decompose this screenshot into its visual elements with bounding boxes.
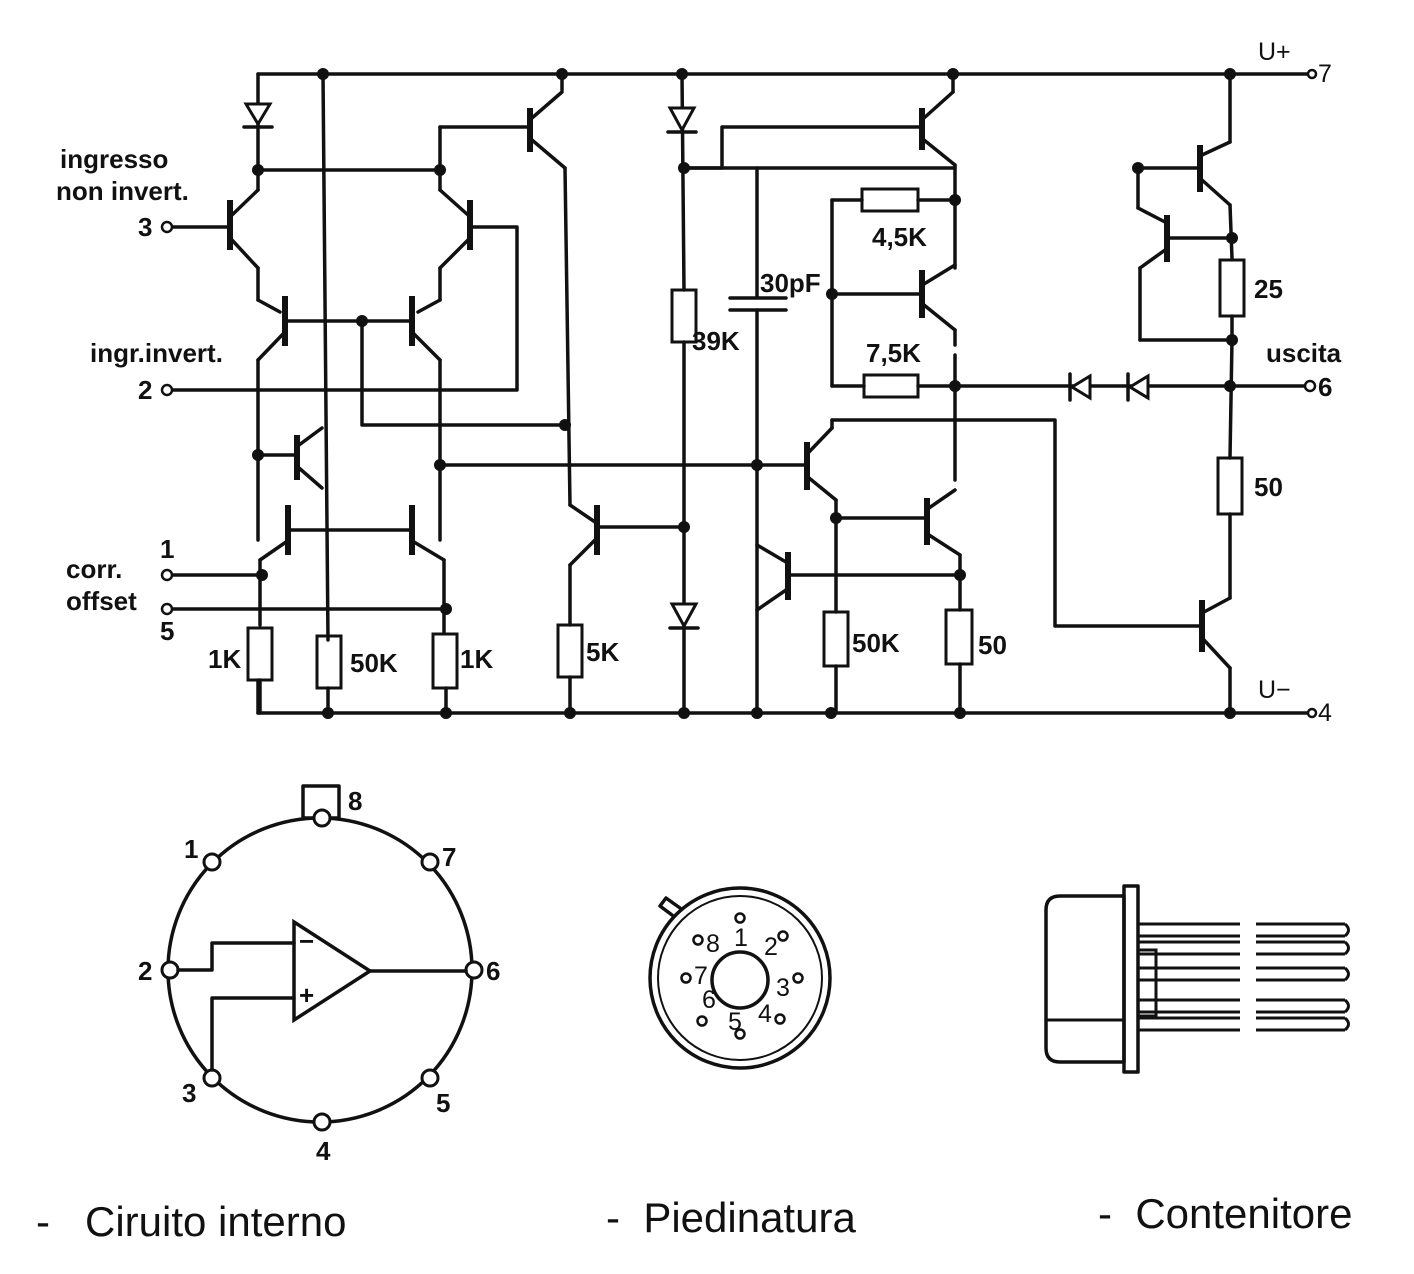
base-pin-4: 4 [758, 1000, 772, 1028]
pin-1-dot [202, 852, 222, 872]
offset-label-2: offset [66, 586, 137, 616]
base-center-ring [710, 950, 770, 1010]
noninv-label-1: ingresso [60, 144, 168, 174]
package-side-view [1044, 884, 1350, 1074]
base-outer-ring [648, 886, 832, 1070]
r-5k: 5K [586, 637, 619, 667]
inv-pin: 2 [138, 375, 152, 405]
pin-3-label: 3 [182, 1078, 196, 1108]
pin-5-label: 5 [436, 1088, 450, 1118]
inv-label: ingr.invert. [90, 338, 223, 368]
r-50-out: 50 [978, 630, 1007, 660]
cap-30pf: 30pF [760, 268, 821, 298]
offset-pin-a: 1 [160, 534, 174, 564]
pin-2-dot [160, 960, 180, 980]
base-pin-1: 1 [734, 924, 748, 952]
supply-neg-label: U− [1258, 676, 1291, 704]
output-pin: 6 [1318, 372, 1332, 402]
pin-4-terminal [1306, 707, 1318, 719]
package-leads [1136, 922, 1350, 1032]
noninv-label-2: non invert. [56, 176, 189, 206]
base-tab [658, 896, 682, 917]
base-pin-6: 6 [702, 986, 716, 1014]
pin-6-label: 6 [486, 956, 500, 986]
pin-5-dot [420, 1068, 440, 1088]
pin-7-terminal [1306, 68, 1318, 80]
pin-6-dot [464, 960, 484, 980]
supply-pos-pin: 7 [1318, 60, 1332, 88]
supply-pos-label: U+ [1258, 38, 1291, 66]
can-flange [1122, 884, 1140, 1074]
r-50k: 50K [350, 648, 398, 678]
base-pin-8: 8 [706, 930, 720, 958]
base-pin-7: 7 [694, 962, 708, 990]
offset-label-1: corr. [66, 554, 122, 584]
pin-7-label: 7 [442, 842, 456, 872]
pin-1-label: 1 [184, 834, 198, 864]
pin-4-dot [312, 1112, 332, 1132]
caption-pinout: - Piedinatura [606, 1194, 856, 1241]
caption-package: - Contenitore [1098, 1190, 1352, 1237]
offset-pin-b: 5 [160, 616, 174, 646]
pin-8-label: 8 [348, 786, 362, 816]
supply-neg-pin: 4 [1318, 699, 1332, 727]
r-50k-out: 50K [852, 628, 900, 658]
r-1k-left: 1K [208, 644, 241, 674]
pin-8-dot [312, 808, 332, 828]
pin-2-label: 2 [138, 956, 152, 986]
output-label: uscita [1266, 338, 1342, 368]
r-7k5: 7,5K [866, 338, 921, 368]
pin-7-dot [420, 852, 440, 872]
pinout-circle-diagram: 8 1 7 2 6 3 5 4 − + [138, 784, 500, 1166]
opamp-plus: + [299, 980, 314, 1010]
base-view-diagram: 1 2 3 4 5 6 7 8 [648, 886, 832, 1070]
r-50-right: 50 [1254, 472, 1283, 502]
pin-3-dot [202, 1068, 222, 1088]
opamp-minus: − [299, 926, 314, 956]
r-1k-right: 1K [460, 644, 493, 674]
r-4k5: 4,5K [872, 222, 927, 252]
internal-schematic: U+ 7 U− 4 ingresso [56, 38, 1342, 727]
base-pin-2: 2 [764, 933, 778, 961]
can-body [1044, 894, 1126, 1064]
opamp-symbol [292, 918, 374, 1024]
r-39k: 39K [692, 326, 740, 356]
noninv-pin: 3 [138, 212, 152, 242]
caption-internal-circuit: - Ciruito interno [36, 1198, 346, 1245]
base-pin-5: 5 [728, 1008, 742, 1036]
base-pin-3: 3 [776, 974, 790, 1002]
base-inner-ring [657, 895, 823, 1061]
pin-4-label: 4 [316, 1136, 331, 1166]
r-25: 25 [1254, 274, 1283, 304]
